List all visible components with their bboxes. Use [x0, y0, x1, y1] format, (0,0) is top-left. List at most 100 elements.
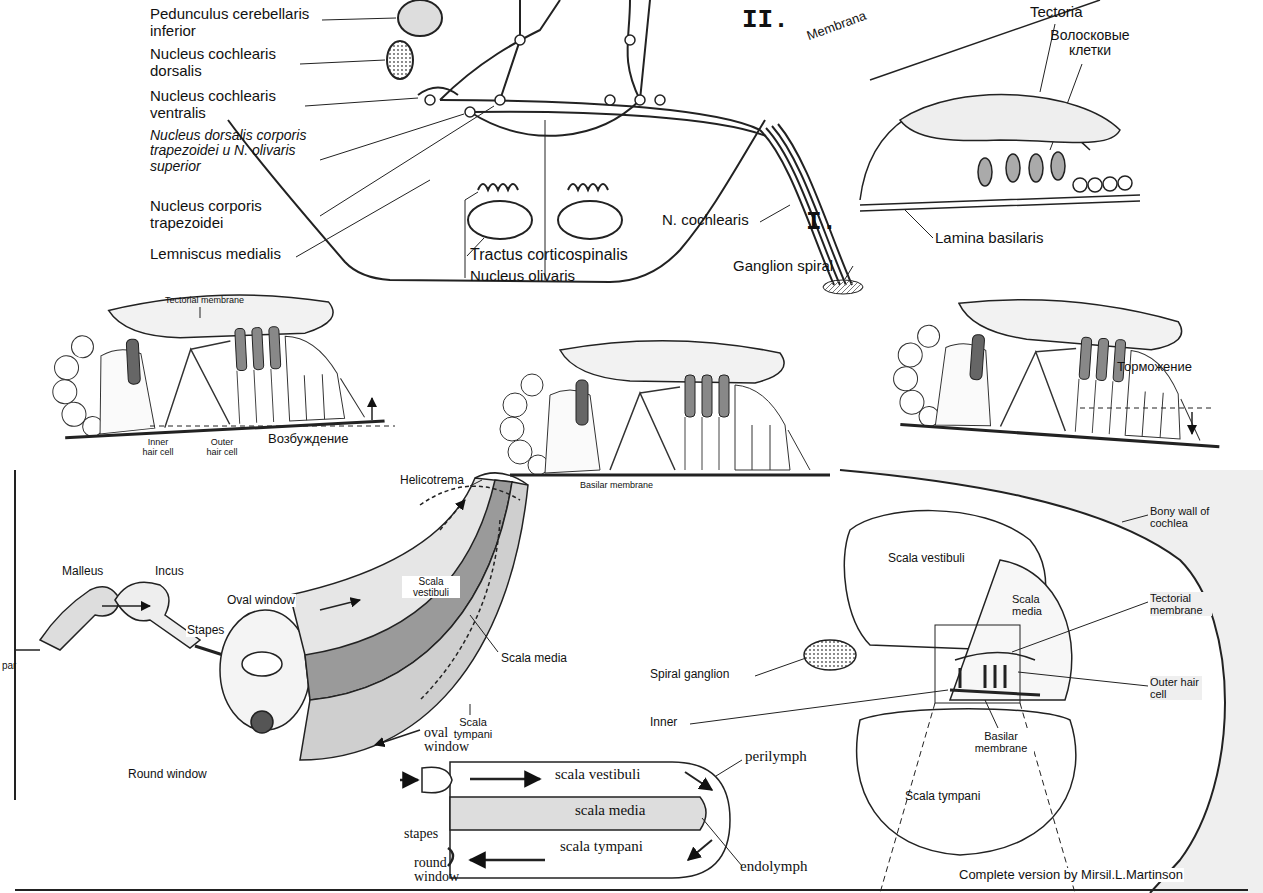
part-label: Oval window — [226, 594, 296, 607]
part-label: Scala vestibuli — [402, 576, 460, 598]
part-label: Tectorial membrane — [165, 296, 244, 306]
auditory-pathway — [500, 0, 520, 100]
part-label: oval window — [424, 726, 476, 755]
cochlea-schematic — [470, 778, 540, 781]
cochlea-schematic — [400, 760, 742, 878]
ossicles-cochlea — [115, 582, 200, 648]
part-label: Membrana — [805, 9, 868, 44]
part-label: Scala tympani — [448, 716, 498, 740]
part-label: Scala tympani — [905, 790, 980, 803]
leader-line — [300, 60, 385, 64]
part-label: Incus — [155, 565, 184, 578]
ossicles-cochlea — [15, 649, 40, 651]
ossicles-cochlea — [242, 652, 282, 676]
ossicles-cochlea — [15, 470, 528, 800]
ossicles-cochlea — [470, 704, 471, 715]
nucleus-dot — [605, 95, 615, 105]
ossicles-cochlea — [320, 600, 360, 610]
frame-line — [15, 889, 1248, 891]
brainstem-section — [228, 0, 765, 282]
part-label: Scala media — [500, 652, 568, 665]
part-label: Spiral ganglion — [650, 668, 729, 681]
organ-of-corti-top — [860, 0, 1140, 211]
part-label: Nucleus cochlearis ventralis — [150, 88, 320, 121]
cochlea-cross-section — [690, 515, 1148, 728]
leader-line — [320, 114, 464, 160]
ossicles-cochlea — [40, 587, 120, 650]
part-label: Tectoria — [1030, 4, 1083, 21]
nucleus-dot — [655, 95, 665, 105]
auditory-pathway — [628, 0, 641, 100]
cochlea-schematic — [422, 767, 452, 793]
cochlea-cross-section — [690, 470, 1263, 893]
leader-line — [905, 210, 933, 238]
ossicles-cochlea — [420, 520, 500, 700]
part-label: Nucleus olivaris — [470, 268, 575, 285]
cochlea-cross-section — [950, 560, 1072, 700]
part-label: Nucleus dorsalis corporis trapezoidei и … — [150, 128, 320, 174]
part-label: Nucleus cochlearis dorsalis — [150, 46, 320, 79]
leader-line — [845, 266, 853, 279]
leader-line — [305, 98, 418, 106]
part-label: Basilar membrane — [580, 481, 653, 491]
part-label: Stapes — [186, 624, 225, 637]
ossicles-cochlea — [300, 482, 528, 760]
organ-of-corti-top — [1051, 152, 1065, 180]
ossicles-cochlea — [420, 486, 520, 505]
leader-line — [320, 106, 494, 216]
organ-of-corti-top — [1073, 178, 1087, 192]
part-label: endolymph — [740, 858, 808, 875]
part-label: stapes — [404, 826, 438, 841]
part-label: Nucleus corporis trapezoidei — [150, 198, 320, 231]
cochlea-cross-section — [804, 640, 856, 670]
part-label: scala media — [575, 802, 645, 819]
part-label: Bony wall of cochlea — [1150, 505, 1216, 529]
brainstem-section — [568, 184, 608, 190]
part-label: Basilar membrane — [968, 730, 1034, 754]
brainstem-section — [387, 41, 413, 79]
part-label: Ganglion spiral — [733, 258, 833, 275]
part-label: Tractus corticospinalis — [470, 246, 628, 264]
part-label: scala tympani — [560, 838, 643, 855]
nucleus-dot — [425, 35, 665, 117]
corti-rest — [500, 341, 830, 475]
ossicles-cochlea — [251, 711, 273, 733]
spiral-ganglion — [823, 280, 863, 294]
part-label: Lamina basilaris — [935, 230, 1043, 247]
part-label: Возбуждение — [268, 432, 349, 446]
brainstem-section — [468, 201, 532, 239]
part-label: Lemniscus medialis — [150, 246, 281, 263]
ossicles-cochlea — [440, 500, 465, 530]
corti-excitation — [200, 307, 201, 318]
callout-number: II. — [742, 6, 789, 35]
brainstem-section — [228, 120, 765, 282]
corti-rest — [500, 341, 830, 475]
cochlea-cross-section — [955, 653, 1035, 661]
leader-line — [322, 18, 396, 20]
cochlea-cross-section — [960, 665, 1005, 688]
organ-of-corti-top — [978, 158, 992, 186]
leader-line — [296, 18, 1082, 279]
cochlea-cross-section — [880, 703, 1075, 893]
auditory-pathway — [470, 0, 650, 136]
cochlea-schematic — [702, 760, 742, 866]
organ-of-corti-top — [1029, 154, 1043, 182]
part-label: perilymph — [745, 748, 807, 765]
corti-excitation — [371, 398, 373, 420]
leader-line — [760, 205, 790, 222]
nucleus-dot — [425, 95, 435, 105]
corti-inhibition — [890, 290, 1229, 447]
organ-of-corti-top — [860, 195, 1140, 211]
corti-excitation — [150, 426, 395, 427]
auditory-pathway — [440, 0, 852, 285]
part-label: Inner — [650, 716, 677, 729]
ossicles-cochlea — [470, 615, 498, 652]
brainstem-section — [478, 184, 518, 190]
leader-line — [465, 192, 478, 278]
part-label: Pedunculus cerebellaris inferior — [150, 6, 320, 39]
leader-line — [296, 180, 430, 257]
corti-excitation — [48, 287, 385, 438]
part-label: N. cochlearis — [662, 212, 749, 229]
